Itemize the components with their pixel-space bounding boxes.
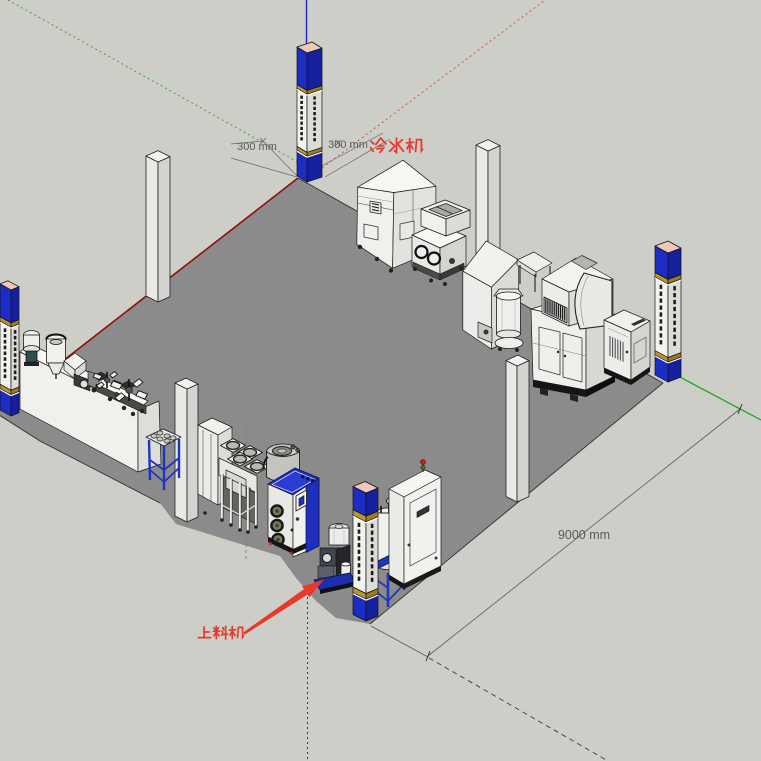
svg-text:300 mm: 300 mm [237,141,277,153]
svg-text:9000 mm: 9000 mm [558,528,610,542]
svg-text:300 mm: 300 mm [328,139,368,151]
